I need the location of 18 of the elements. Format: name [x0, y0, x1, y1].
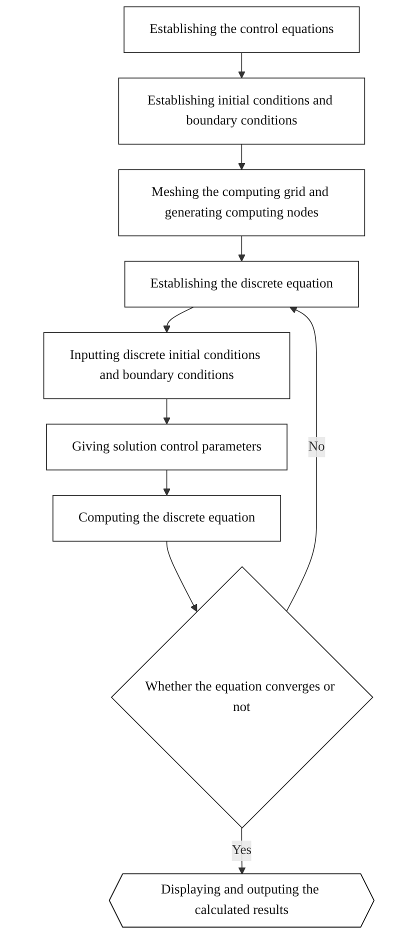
node-box: Establishing the control equations — [123, 6, 360, 54]
edge-label: No — [308, 439, 324, 454]
edge-label: Yes — [231, 843, 252, 858]
arrow — [162, 470, 170, 496]
arrow — [286, 306, 317, 612]
node-box: Establishing the discrete equation — [124, 260, 359, 308]
node-box: Computing the discrete equation — [52, 494, 281, 542]
node-box: Giving solution control parameters — [46, 424, 288, 470]
node-box: Meshing the computing grid and generating computing nodes — [118, 169, 365, 236]
node-diamond: Whether the equation converges or not — [110, 566, 373, 829]
arrow — [238, 52, 245, 78]
node-box: Inputting discrete initial conditions and boundary conditions — [42, 332, 290, 400]
arrow — [238, 235, 245, 262]
arrow — [162, 398, 170, 424]
arrow — [162, 306, 194, 333]
arrow — [238, 144, 245, 170]
node-box: Establishing initial conditions and boundary conditions — [118, 78, 365, 145]
arrow — [166, 540, 197, 612]
